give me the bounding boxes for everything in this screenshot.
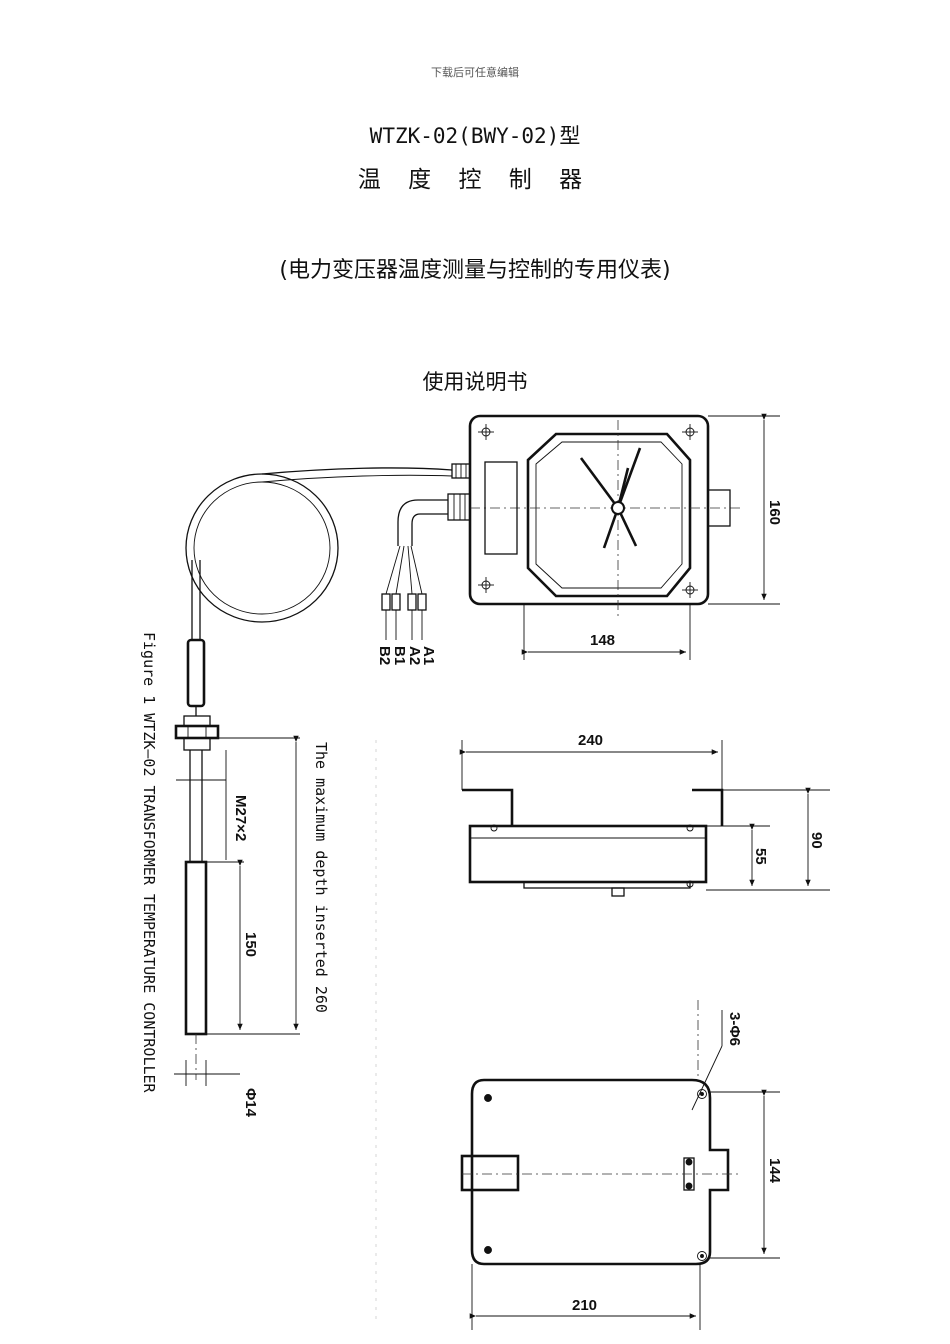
terminal-a1: A1	[420, 646, 437, 665]
dim-holes: 3-Φ6	[726, 1012, 743, 1046]
terminal-a2: A2	[406, 646, 423, 665]
terminal-b2: B2	[376, 646, 393, 665]
max-depth-note: The maximum depth inserted 260	[312, 742, 330, 1013]
dim-thread: M27×2	[232, 795, 249, 841]
probe-view	[174, 638, 300, 1086]
back-view	[460, 1000, 780, 1330]
dim-front-height: 160	[766, 500, 783, 525]
side-view	[459, 740, 830, 897]
dim-side-width: 240	[578, 732, 603, 749]
dim-probe-length: 150	[242, 932, 259, 957]
terminal-b1: B1	[391, 646, 408, 665]
dim-back-width: 210	[572, 1297, 597, 1314]
dim-body-height: 55	[752, 848, 769, 865]
manual-title: 使用说明书	[422, 370, 528, 394]
page-header-note: 下载后可任意编辑	[431, 66, 519, 79]
front-view	[185, 413, 780, 660]
model-title: WTZK-02(BWY-02)型	[369, 124, 581, 148]
dim-probe-diameter: Φ14	[242, 1088, 259, 1118]
dim-hole-spacing: 144	[766, 1158, 783, 1184]
dim-dial-width: 148	[590, 632, 615, 649]
product-subtitle: (电力变压器温度测量与控制的专用仪表)	[279, 258, 671, 283]
product-name: 温 度 控 制 器	[357, 167, 593, 193]
dim-side-height: 90	[808, 832, 825, 849]
figure-caption: Figure 1 WTZK—02 TRANSFORMER TEMPERATURE…	[140, 632, 158, 1094]
